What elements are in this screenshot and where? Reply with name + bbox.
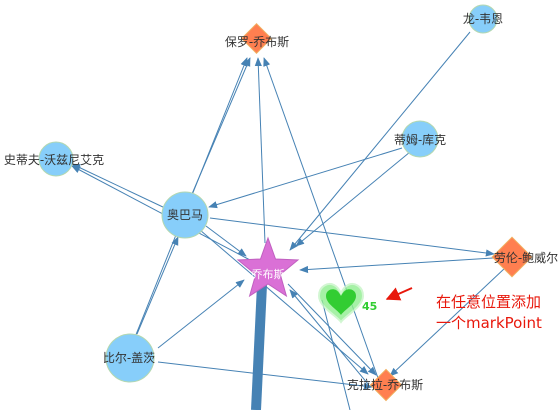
node-label-baoluo: 保罗-乔布斯 [225, 35, 289, 49]
edge-gaici-kelala[interactable] [157, 361, 373, 390]
edge-aobama-kelala-curve[interactable] [199, 229, 369, 375]
edge-qiaobusi-wozi[interactable] [71, 165, 251, 261]
heart-icon-core [326, 289, 356, 315]
edge-aobama-qiaobusi[interactable] [205, 225, 247, 257]
edge-kuke-aobama[interactable] [208, 147, 403, 209]
node-label-kelala: 克拉拉-乔布斯 [347, 377, 423, 392]
edge-qiaobusi-kelala[interactable] [287, 283, 377, 376]
node-wozi[interactable]: 史蒂夫-沃兹尼艾克 [4, 141, 104, 177]
edge-weien-qiaobusi[interactable] [289, 31, 471, 251]
edge-aobama-baoweier[interactable] [209, 217, 495, 257]
edge-gaici-qiaobusi[interactable] [157, 279, 245, 349]
edge-gaici-aobama[interactable] [136, 236, 179, 335]
edge-kelala-qiaobusi[interactable] [289, 289, 369, 385]
edge-layer [71, 31, 506, 410]
node-layer: 保罗-乔布斯 龙-韦恩 史蒂夫-沃兹尼艾克 蒂姆-库克 奥巴马 劳伦-鲍威尔 比… [4, 4, 558, 402]
node-qiaobusi[interactable]: 乔布斯 [236, 236, 300, 298]
node-weien[interactable]: 龙-韦恩 [463, 4, 503, 34]
mark-point-value: 45 [362, 300, 377, 313]
node-baoluo[interactable]: 保罗-乔布斯 [225, 22, 289, 55]
node-label-baoweier: 劳伦-鲍威尔 [494, 250, 558, 265]
edge-baoweier-kelala[interactable] [389, 267, 506, 377]
node-kuke[interactable]: 蒂姆-库克 [394, 120, 446, 158]
annotation-arrow [385, 287, 413, 301]
annotation-line-2: 一个markPoint [436, 314, 542, 332]
node-label-weien: 龙-韦恩 [463, 12, 503, 26]
node-aobama[interactable]: 奥巴马 [161, 191, 209, 239]
node-baoweier[interactable]: 劳伦-鲍威尔 [491, 236, 558, 278]
node-gaici[interactable]: 比尔-盖茨 [103, 333, 155, 383]
mark-point[interactable]: 45 [317, 283, 377, 324]
node-label-gaici: 比尔-盖茨 [103, 350, 155, 365]
node-label-kuke: 蒂姆-库克 [394, 132, 446, 147]
edge-aobama-wozi[interactable] [71, 163, 166, 209]
edge-offscreen-kelala[interactable] [321, 299, 351, 410]
edge-qiaobusi-heavy[interactable] [251, 284, 267, 410]
annotation-line-1: 在任意位置添加 [436, 293, 542, 311]
node-label-aobama: 奥巴马 [167, 208, 203, 222]
node-kelala[interactable]: 克拉拉-乔布斯 [347, 368, 423, 402]
edge-kuke-qiaobusi[interactable] [295, 151, 411, 247]
edge-baoweier-qiaobusi[interactable] [299, 257, 494, 274]
node-label-wozi: 史蒂夫-沃兹尼艾克 [4, 153, 104, 167]
edge-kelala-baoluo[interactable] [263, 57, 379, 379]
annotation-text: 在任意位置添加 一个markPoint [436, 292, 542, 334]
edge-qiaobusi-baoluo[interactable] [254, 57, 266, 244]
node-label-qiaobusi: 乔布斯 [252, 268, 285, 281]
